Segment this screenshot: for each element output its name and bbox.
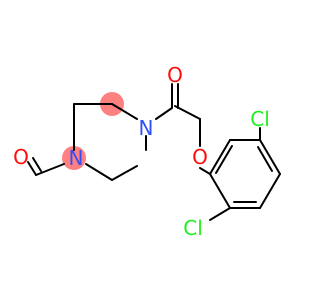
bond xyxy=(111,165,138,181)
bond xyxy=(35,163,65,176)
bond xyxy=(199,167,211,175)
bond xyxy=(209,173,231,209)
bond xyxy=(209,207,231,221)
piperazine-nitrogen-top-label: N xyxy=(139,116,154,140)
bond xyxy=(209,139,231,175)
bond xyxy=(155,107,173,120)
chlorine-top-label: Cl xyxy=(250,107,270,131)
bond xyxy=(111,103,138,120)
bond xyxy=(85,163,113,181)
bond xyxy=(215,145,233,174)
structure-diagram: O O N N O Cl Cl xyxy=(13,63,281,240)
carbonyl-oxygen-label: O xyxy=(167,63,183,87)
molecule-drawing: O O N N O Cl Cl xyxy=(13,63,281,240)
bond xyxy=(257,146,273,172)
piperazine-nitrogen-left-label: N xyxy=(69,146,84,170)
formyl-oxygen-label: O xyxy=(13,145,29,169)
ether-oxygen-label: O xyxy=(192,145,208,169)
bond xyxy=(174,105,201,120)
bond-double-b xyxy=(32,157,42,172)
bond xyxy=(259,139,281,175)
atom-highlight-2 xyxy=(62,146,86,170)
bond-double-a xyxy=(27,161,37,176)
bond xyxy=(259,173,281,209)
bonds xyxy=(27,83,281,221)
chlorine-bottom-label: Cl xyxy=(183,216,203,240)
